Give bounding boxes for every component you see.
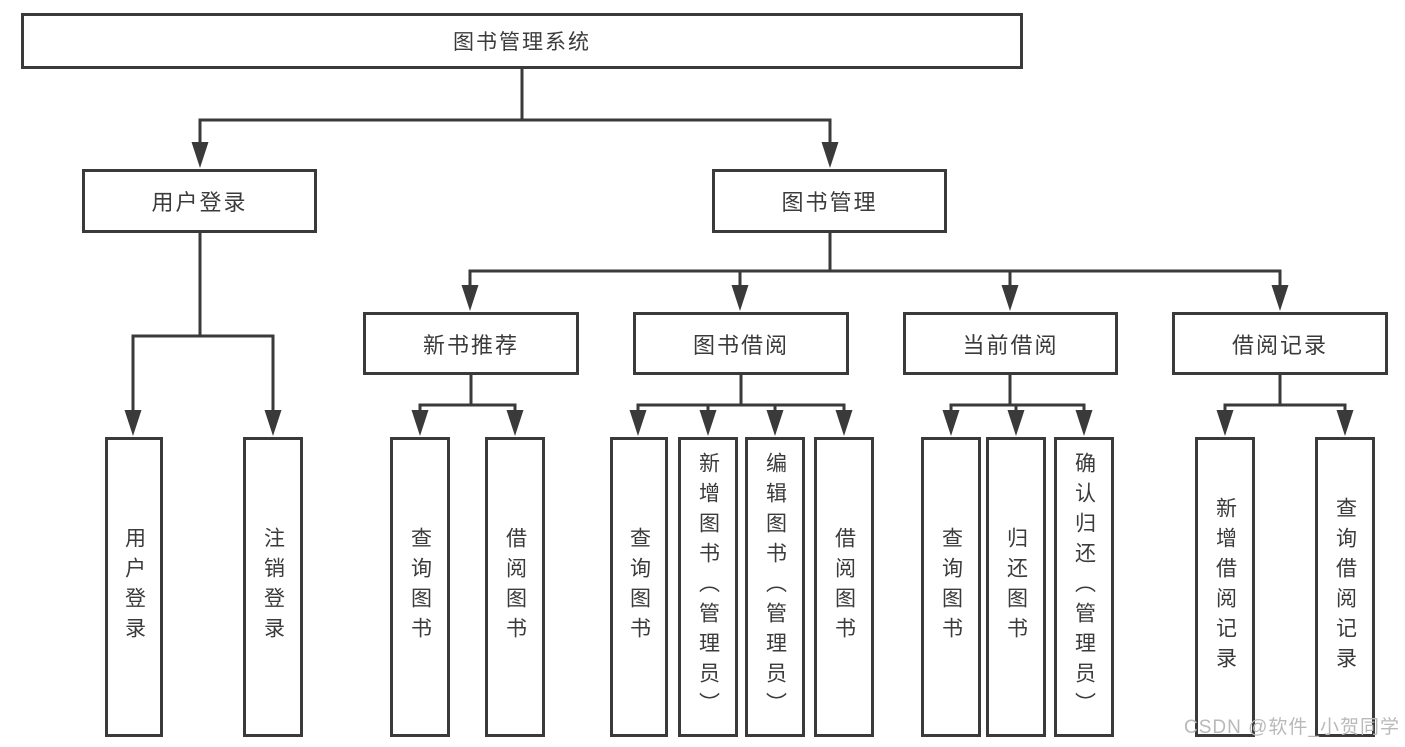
node-add-book-admin: 新增图书（管理员） [678, 437, 738, 737]
node-system-title: 图书管理系统 [21, 13, 1023, 69]
watermark-text: CSDN @软件_小贺同学 [1184, 717, 1400, 738]
node-logout-leaf: 注销登录 [243, 437, 303, 737]
node-query-borrow-record: 查询借阅记录 [1315, 437, 1375, 737]
node-query-books-2: 查询图书 [610, 437, 668, 737]
node-new-book-recommend: 新书推荐 [363, 312, 579, 375]
node-user-login-leaf: 用户登录 [105, 437, 163, 737]
node-book-borrow: 图书借阅 [633, 312, 849, 375]
node-return-book: 归还图书 [986, 437, 1046, 737]
node-current-borrow: 当前借阅 [903, 312, 1118, 375]
node-query-books-3: 查询图书 [921, 437, 981, 737]
node-query-books-1: 查询图书 [390, 437, 450, 737]
node-add-borrow-record: 新增借阅记录 [1195, 437, 1255, 737]
node-borrow-books-2: 借阅图书 [814, 437, 874, 737]
node-borrow-records: 借阅记录 [1172, 312, 1388, 375]
node-borrow-books-1: 借阅图书 [485, 437, 545, 737]
node-edit-book-admin: 编辑图书（管理员） [745, 437, 805, 737]
node-book-management: 图书管理 [712, 169, 947, 233]
node-user-login: 用户登录 [82, 169, 317, 233]
node-confirm-return-admin: 确认归还（管理员） [1054, 437, 1114, 737]
